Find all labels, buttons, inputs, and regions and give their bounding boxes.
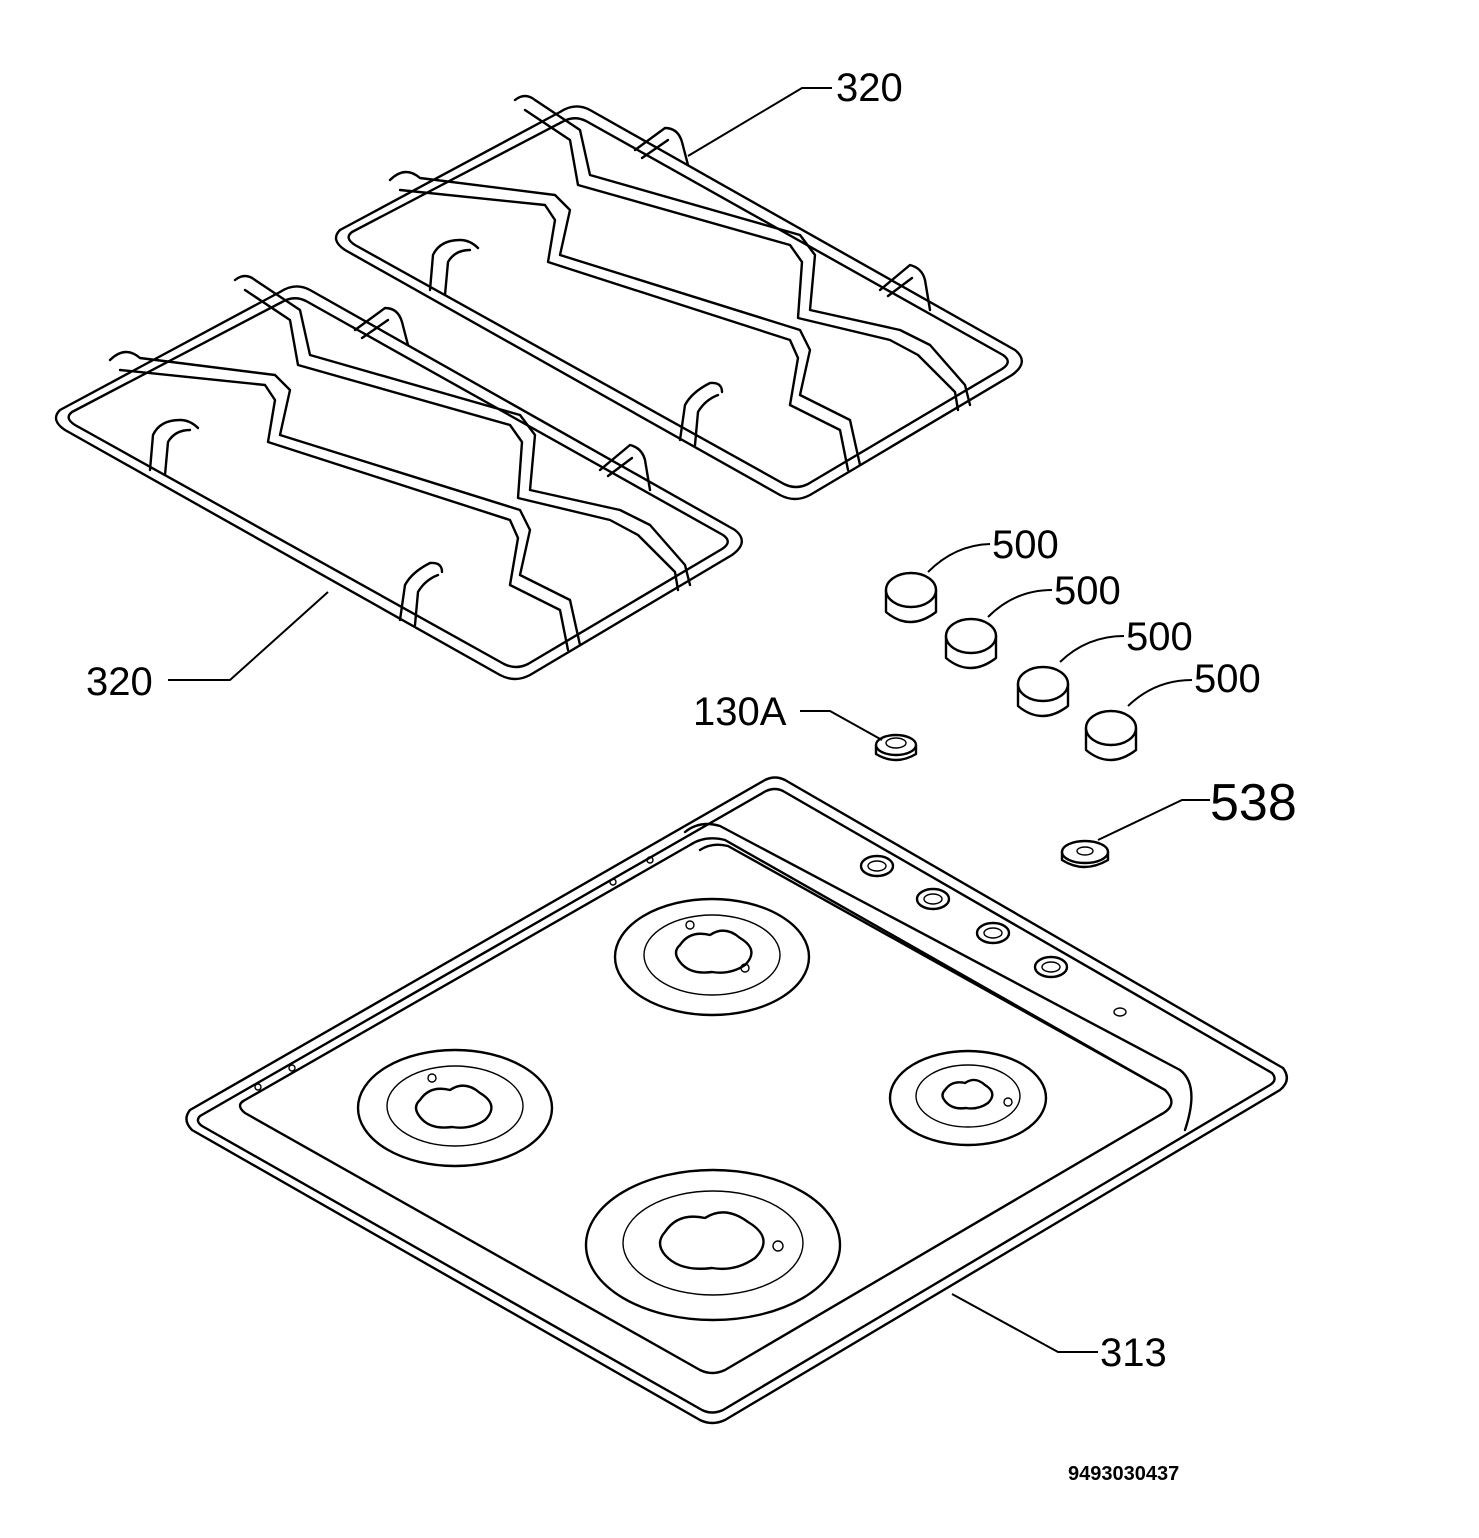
leader-lines — [168, 87, 1210, 1353]
bushing — [1060, 839, 1110, 869]
label-grate-left: 320 — [86, 660, 153, 704]
label-knob-2: 500 — [1054, 569, 1121, 613]
pan-support-lower — [54, 274, 743, 681]
label-knob-4: 500 — [1194, 657, 1261, 701]
label-bushing: 538 — [1210, 774, 1297, 832]
pan-support-upper — [334, 94, 1023, 501]
label-spark-button: 130A — [693, 690, 787, 734]
control-knob-4 — [1084, 709, 1138, 762]
hob-top-plate — [185, 776, 1288, 1425]
control-knob-2 — [944, 617, 998, 670]
label-hob-top: 313 — [1100, 1331, 1167, 1375]
control-knob-1 — [884, 571, 938, 624]
label-grate-top: 320 — [836, 66, 903, 110]
control-knob-3 — [1016, 665, 1070, 718]
ignition-button — [874, 733, 918, 762]
label-knob-1: 500 — [992, 523, 1059, 567]
drawing-number: 9493030437 — [1068, 1463, 1179, 1485]
label-knob-3: 500 — [1126, 615, 1193, 659]
